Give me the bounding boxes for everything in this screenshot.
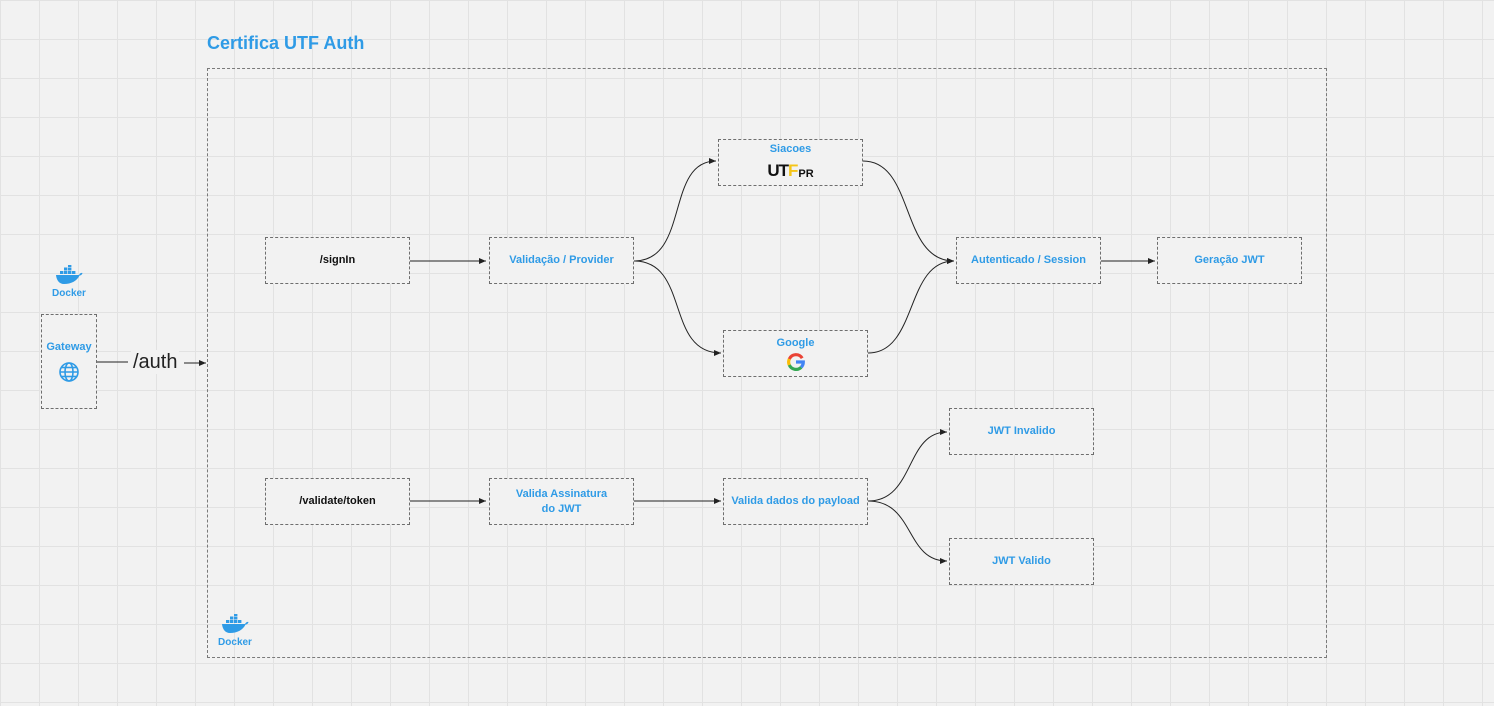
google-icon xyxy=(786,353,805,371)
siacoes-node[interactable]: Siacoes UT F PR xyxy=(718,139,863,186)
gateway-docker: Docker xyxy=(49,265,89,299)
google-label: Google xyxy=(776,337,815,350)
jwt-invalido-node[interactable]: JWT Invalido xyxy=(949,408,1094,455)
autenticado-session-node[interactable]: Autenticado / Session xyxy=(956,237,1101,284)
auth-service-frame xyxy=(207,68,1327,658)
edge-siacoes-autenticado xyxy=(862,160,955,264)
edge-dados-valido xyxy=(867,500,948,564)
jwt-valido-label: JWT Valido xyxy=(992,555,1051,568)
utfpr-logo-ut: UT xyxy=(767,160,789,180)
docker-label: Docker xyxy=(218,637,252,648)
siacoes-label: Siacoes xyxy=(769,143,812,156)
frame-docker: Docker xyxy=(215,614,255,648)
utfpr-logo-f: F xyxy=(788,160,798,180)
validacao-provider-node[interactable]: Validação / Provider xyxy=(489,237,634,284)
validate-token-node[interactable]: /validate/token xyxy=(265,478,410,525)
gateway-label: Gateway xyxy=(46,341,92,354)
signin-label: /signIn xyxy=(319,254,356,267)
jwt-valido-node[interactable]: JWT Valido xyxy=(949,538,1094,585)
edge-dados-invalido xyxy=(867,429,948,502)
validacao-provider-label: Validação / Provider xyxy=(509,254,614,267)
valida-dados-payload-label: Valida dados do payload xyxy=(731,495,860,508)
edge-validacao-google xyxy=(633,260,722,356)
utfpr-logo: UT F PR xyxy=(767,160,813,183)
valida-dados-payload-node[interactable]: Valida dados do payload xyxy=(723,478,868,525)
jwt-invalido-label: JWT Invalido xyxy=(987,425,1056,438)
valida-assinatura-label-line2: do JWT xyxy=(541,502,582,515)
google-node[interactable]: Google xyxy=(723,330,868,377)
auth-route-label: /auth xyxy=(131,350,180,374)
autenticado-session-label: Autenticado / Session xyxy=(971,254,1086,267)
docker-label: Docker xyxy=(52,288,86,299)
valida-assinatura-node[interactable]: Valida Assinatura do JWT xyxy=(489,478,634,525)
validate-token-label: /validate/token xyxy=(299,495,376,508)
geracao-jwt-node[interactable]: Geração JWT xyxy=(1157,237,1302,284)
edge-validacao-siacoes xyxy=(633,158,717,262)
edge-google-autenticado xyxy=(867,258,955,354)
docker-icon xyxy=(56,265,83,284)
geracao-jwt-label: Geração JWT xyxy=(1194,254,1265,267)
valida-assinatura-label-line1: Valida Assinatura xyxy=(515,487,608,500)
signin-node[interactable]: /signIn xyxy=(265,237,410,284)
docker-icon xyxy=(222,614,249,633)
utfpr-logo-pr: PR xyxy=(798,168,814,181)
gateway-node[interactable]: Gateway xyxy=(41,314,97,409)
diagram-title: Certifica UTF Auth xyxy=(207,33,365,53)
globe-icon xyxy=(59,362,79,382)
